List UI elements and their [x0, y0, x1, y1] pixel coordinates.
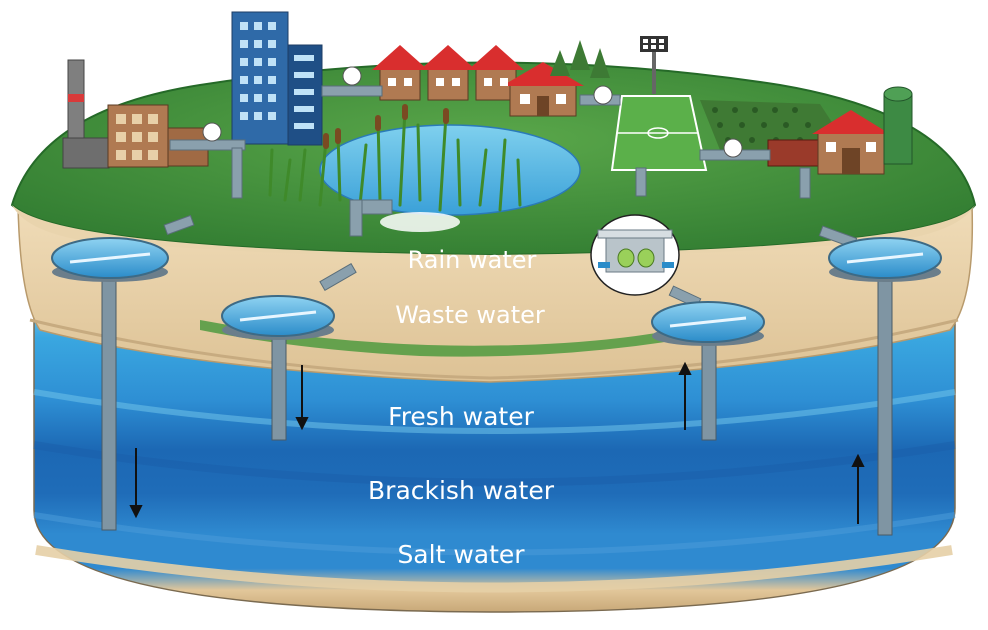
- treatment-unit-icon: [590, 214, 680, 296]
- fresh-water-label: Fresh water: [388, 402, 534, 431]
- arrow-up-right: [851, 453, 865, 524]
- office-tower-icon: [231, 11, 323, 146]
- meter-icons: [202, 66, 743, 158]
- silo-icon: [883, 86, 913, 165]
- arrow-up-mid: [678, 361, 692, 430]
- soccer-field-icon: [610, 95, 708, 171]
- clarifier-tank-icon: [51, 237, 942, 346]
- flow-arrows: [129, 361, 865, 524]
- arrow-down-mid: [295, 365, 309, 431]
- brackish-water-label: Brackish water: [368, 476, 554, 505]
- wetland-pond-icon: [268, 104, 581, 237]
- houses-icon: [372, 40, 610, 117]
- waste-water-label: Waste water: [395, 301, 545, 329]
- rain-water-label: Rain water: [407, 246, 537, 274]
- salt-water-label: Salt water: [397, 540, 525, 569]
- stadium-light-icon: [640, 36, 668, 94]
- barn-icon: [767, 110, 890, 175]
- arrow-down-left: [129, 448, 143, 519]
- aquifer-cylinder: [33, 299, 956, 613]
- well-pipe-icon: [101, 274, 893, 536]
